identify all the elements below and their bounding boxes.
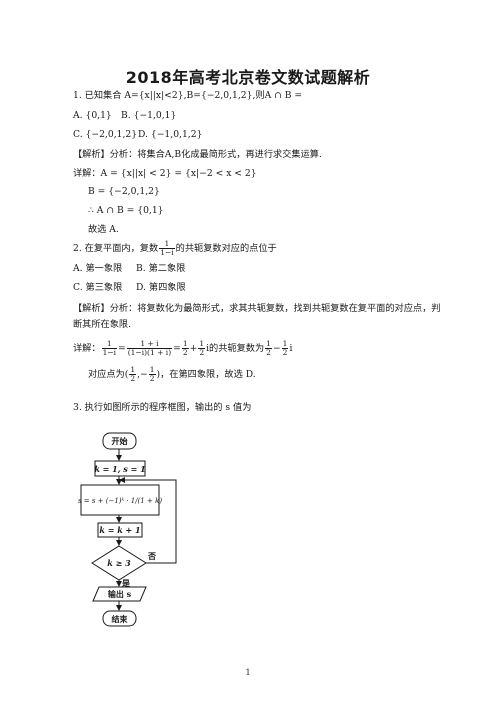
page-title: 2018年高考北京卷文数试题解析 xyxy=(125,68,371,87)
fraction-denominator: 2 xyxy=(182,348,188,357)
comma-minus: ,− xyxy=(137,369,148,380)
q2-stem-text: 2. 在复平面内，复数 xyxy=(73,243,159,254)
fraction-numerator: 1 xyxy=(159,240,175,249)
q1-detail-line3: ∴ A ∩ B = {0,1} xyxy=(88,205,164,216)
flowchart-condition-label: k ≥ 3 xyxy=(107,558,131,568)
flowchart-yes-label: 是 xyxy=(121,578,130,588)
flowchart-update-s-node xyxy=(80,484,160,516)
q2-analysis-line1: 【解析】分析：将复数化为最简形式，求其共轭复数，找到共轭复数在复平面的对应点，判 xyxy=(73,303,441,314)
q1-analysis: 【解析】分析：将集合A,B化成最简形式，再进行求交集运算. xyxy=(73,149,322,160)
flowchart-end-node xyxy=(102,610,137,627)
q2-point-conclusion: )，在第四象限，故选 D. xyxy=(156,369,256,380)
q3-stem: 3. 执行如图所示的程序框图，输出的 s 值为 xyxy=(73,402,252,413)
q1-answer: 故选 A. xyxy=(88,224,119,235)
page-number: 1 xyxy=(245,668,251,677)
flowchart-end-label: 结束 xyxy=(112,614,129,624)
fraction-denominator: 1−i xyxy=(102,348,117,357)
equals-sign: = xyxy=(118,343,126,354)
fraction-numerator: 1 xyxy=(129,365,137,375)
q2-option-a: A. 第一象限 xyxy=(73,263,123,274)
q2-detail-mid: i的共轭复数为 xyxy=(206,343,265,354)
fraction-denominator: (1−i)(1 + i) xyxy=(127,348,172,357)
flowchart-update-s-label: s = s + (−1)ᵏ · 1/(1 + k) xyxy=(78,497,162,505)
q2-detail-label: 详解： xyxy=(73,343,101,354)
q2-option-b: B. 第二象限 xyxy=(136,263,186,274)
plus-sign: + xyxy=(189,343,198,354)
fraction-numerator: 1 xyxy=(148,365,156,375)
fraction-numerator: 1 + i xyxy=(126,340,173,349)
flowchart-init-node xyxy=(94,460,146,477)
imag-unit: i xyxy=(289,343,293,354)
flowchart-output-label: 输出 s xyxy=(108,589,132,599)
q1-detail-line1: 详解：A = {x||x| < 2} = {x|−2 < x < 2} xyxy=(73,168,257,179)
flowchart-init-label: k = 1, s = 1 xyxy=(94,464,145,474)
q2-stem-text-end: 的共轭复数对应的点位于 xyxy=(175,243,277,254)
fraction-numerator: 1 xyxy=(101,340,118,349)
frac-2: 1 + i(1−i)(1 + i) xyxy=(126,340,173,357)
fraction-denominator: 2 xyxy=(199,348,205,357)
fraction-denominator: 2 xyxy=(282,348,288,357)
q1-detail-line2: B = {−2,0,1,2} xyxy=(88,186,160,197)
q1-option-b: B. {−1,0,1} xyxy=(121,110,177,121)
q1-option-a: A. {0,1} xyxy=(73,110,112,121)
fraction-numerator: 1 xyxy=(265,339,272,349)
fraction-denominator: 2 xyxy=(266,348,271,357)
flowchart-loop-arrow xyxy=(119,477,177,564)
fraction-denominator: 1−i xyxy=(160,248,174,257)
q2-option-d: D. 第四象限 xyxy=(136,282,186,293)
flowchart-update-k-node xyxy=(97,522,143,538)
fraction-denominator: 2 xyxy=(149,374,155,383)
q1-stem: 1. 已知集合 A={x||x|<2},B={−2,0,1,2},则A ∩ B … xyxy=(73,90,303,101)
flowchart-update-k-label: k = k + 1 xyxy=(99,525,140,535)
minus-sign: − xyxy=(272,343,281,354)
fraction-numerator: 1 xyxy=(198,339,206,349)
q2-option-c: C. 第三象限 xyxy=(73,282,123,293)
q2-analysis-line2: 断其所在象限. xyxy=(73,319,132,330)
q2-point-label: 对应点为( xyxy=(88,369,129,380)
q1-option-c: C. {−2,0,1,2} xyxy=(73,129,138,140)
fraction-denominator: 2 xyxy=(130,374,136,383)
flowchart-output-node xyxy=(92,586,147,602)
fraction-numerator: 1 xyxy=(281,339,289,349)
fraction-numerator: 1 xyxy=(181,339,189,349)
equals-sign: = xyxy=(173,343,181,354)
q1-option-d: D. {−1,0,1,2} xyxy=(138,129,203,140)
flowchart-start-label: 开始 xyxy=(112,436,128,446)
flowchart-no-label: 否 xyxy=(147,551,156,561)
